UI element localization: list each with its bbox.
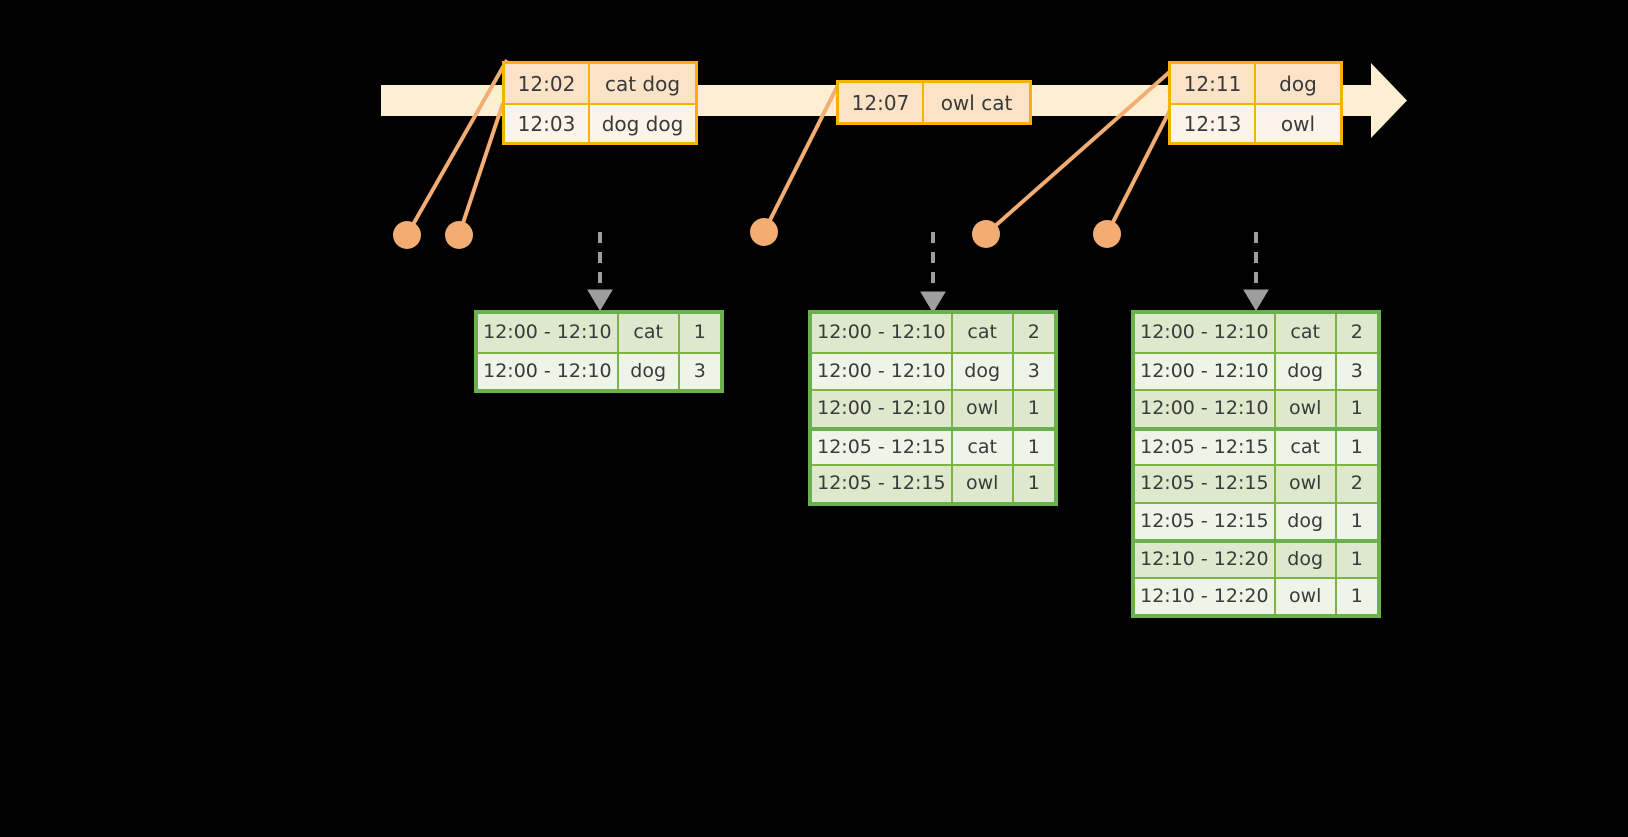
connector-line-12-03 xyxy=(457,102,505,236)
window-interval: 12:00 - 12:10 xyxy=(812,353,953,389)
connector-dot-12-02 xyxy=(393,221,421,249)
window-interval: 12:00 - 12:10 xyxy=(1135,391,1276,427)
word-key: cat xyxy=(1275,314,1337,352)
window-interval: 12:05 - 12:15 xyxy=(812,430,953,464)
dashed-arrow-to-table-3-head xyxy=(1243,289,1269,311)
event-words: dog dog xyxy=(590,105,695,142)
event-timestamp: 12:11 xyxy=(1171,64,1256,103)
word-key: cat xyxy=(618,314,680,352)
word-count: 1 xyxy=(1013,391,1055,427)
dashed-arrows xyxy=(587,232,1269,313)
event-timestamp: 12:07 xyxy=(839,83,924,122)
event-words: cat dog xyxy=(590,64,695,103)
word-key: cat xyxy=(952,314,1014,352)
word-key: cat xyxy=(1275,430,1337,464)
word-key: dog xyxy=(618,353,680,389)
word-key: cat xyxy=(952,430,1014,464)
word-key: owl xyxy=(1275,578,1337,614)
word-key: dog xyxy=(1275,503,1337,539)
word-count: 2 xyxy=(1336,466,1378,502)
window-interval: 12:05 - 12:15 xyxy=(1135,430,1276,464)
word-key: dog xyxy=(952,353,1014,389)
word-key: owl xyxy=(1275,466,1337,502)
window-interval: 12:00 - 12:10 xyxy=(1135,314,1276,352)
word-count: 1 xyxy=(1336,503,1378,539)
word-count: 1 xyxy=(1336,430,1378,464)
word-count: 3 xyxy=(1336,353,1378,389)
window-interval: 12:05 - 12:15 xyxy=(812,466,953,502)
event-words: dog xyxy=(1256,64,1340,103)
window-interval: 12:05 - 12:15 xyxy=(1135,466,1276,502)
word-key: owl xyxy=(952,391,1014,427)
word-key: owl xyxy=(1275,391,1337,427)
connector-line-12-07 xyxy=(762,84,840,233)
event-timestamp: 12:13 xyxy=(1171,105,1256,142)
connector-dot-12-11 xyxy=(972,220,1000,248)
word-count: 1 xyxy=(1336,391,1378,427)
word-count: 2 xyxy=(1336,314,1378,352)
connector-dot-12-07 xyxy=(750,218,778,246)
word-count: 2 xyxy=(1013,314,1055,352)
window-interval: 12:00 - 12:10 xyxy=(478,314,619,352)
window-interval: 12:00 - 12:10 xyxy=(812,314,953,352)
connector-dots xyxy=(393,218,1121,249)
window-interval: 12:05 - 12:15 xyxy=(1135,503,1276,539)
dashed-arrow-to-table-1-head xyxy=(587,289,613,311)
word-count: 3 xyxy=(1013,353,1055,389)
connector-dot-12-13 xyxy=(1093,220,1121,248)
word-count: 1 xyxy=(1336,578,1378,614)
word-key: dog xyxy=(1275,353,1337,389)
connector-line-12-13 xyxy=(1105,107,1173,235)
connector-line-12-02 xyxy=(405,59,509,236)
word-count: 1 xyxy=(1013,430,1055,464)
word-key: dog xyxy=(1275,543,1337,577)
window-interval: 12:00 - 12:10 xyxy=(1135,353,1276,389)
word-count: 3 xyxy=(679,353,721,389)
word-count: 1 xyxy=(1013,466,1055,502)
dashed-arrow-to-table-2-head xyxy=(920,291,946,313)
window-interval: 12:10 - 12:20 xyxy=(1135,578,1276,614)
event-timestamp: 12:02 xyxy=(505,64,590,103)
word-key: owl xyxy=(952,466,1014,502)
window-interval: 12:00 - 12:10 xyxy=(478,353,619,389)
event-words: owl cat xyxy=(924,83,1029,122)
event-words: owl xyxy=(1256,105,1340,142)
window-interval: 12:00 - 12:10 xyxy=(812,391,953,427)
word-count: 1 xyxy=(679,314,721,352)
connector-dot-12-03 xyxy=(445,221,473,249)
event-timestamp: 12:03 xyxy=(505,105,590,142)
window-interval: 12:10 - 12:20 xyxy=(1135,543,1276,577)
word-count: 1 xyxy=(1336,543,1378,577)
